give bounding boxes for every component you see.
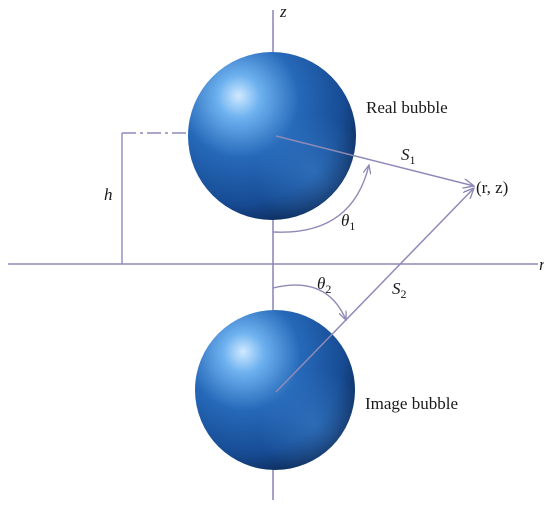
image-bubble-label: Image bubble: [365, 394, 458, 413]
s1-vector: [275, 135, 474, 186]
theta2-label-main: θ: [317, 274, 325, 293]
image-bubble: [195, 310, 355, 470]
s2-label: S2: [392, 279, 407, 301]
s2-vector: [275, 188, 474, 393]
z-axis-label: z: [279, 2, 287, 21]
theta1-label: θ1: [341, 211, 355, 233]
theta1-label-main: θ: [341, 211, 349, 230]
theta1-label-sub: 1: [349, 219, 355, 233]
s2-label-sub: 2: [401, 287, 407, 301]
h-label: h: [104, 185, 113, 204]
s1-label: S1: [401, 145, 416, 167]
theta1-arc: [272, 165, 369, 233]
theta2-label-sub: 2: [325, 282, 331, 296]
real-bubble-label: Real bubble: [366, 98, 448, 117]
point-rz-label: (r, z): [476, 178, 508, 197]
s1-label-main: S: [401, 145, 410, 164]
real-bubble: [188, 52, 356, 220]
s1-label-sub: 1: [410, 153, 416, 167]
s2-label-main: S: [392, 279, 401, 298]
theta2-arc: [272, 284, 346, 320]
theta2-label: θ2: [317, 274, 331, 296]
r-axis-label: r: [539, 255, 544, 274]
